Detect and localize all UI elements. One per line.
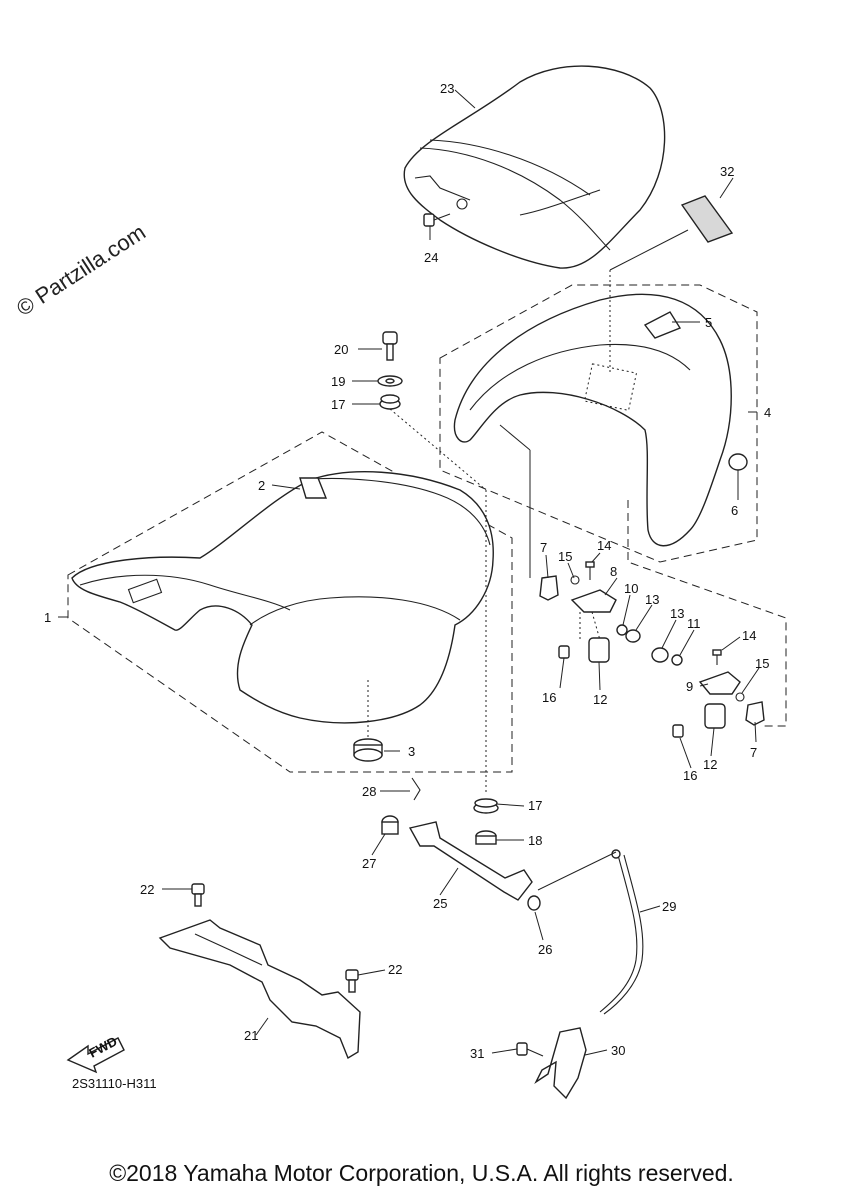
- callout-c5: 5: [705, 315, 712, 330]
- part-9-bracket[interactable]: [698, 671, 741, 695]
- callout-c10: 10: [624, 581, 638, 596]
- part-3-damper[interactable]: [353, 738, 383, 762]
- callout-c2: 2: [258, 478, 265, 493]
- part-26-spring[interactable]: [527, 895, 541, 911]
- callout-c12b: 12: [703, 757, 717, 772]
- part-16-bolt-right[interactable]: [672, 724, 684, 738]
- part-30-lever[interactable]: [534, 1027, 587, 1100]
- part-27-bushing[interactable]: [381, 815, 399, 835]
- part-29-cable[interactable]: [537, 849, 644, 1015]
- callout-c14a: 14: [597, 538, 611, 553]
- callout-c7b: 7: [750, 745, 757, 760]
- part-7-hook-right[interactable]: [745, 701, 765, 726]
- callout-c28: 28: [362, 784, 376, 799]
- part-6-grommet[interactable]: [728, 453, 748, 471]
- part-31-bolt[interactable]: [516, 1042, 544, 1057]
- diagram-code: 2S31110-H311: [72, 1076, 157, 1091]
- callout-c13b: 13: [670, 606, 684, 621]
- callout-numbers: 23 32 24 5 20 19 17 4 2 6 7 15 14 8 10 1…: [44, 81, 771, 1061]
- callout-c15a: 15: [558, 549, 572, 564]
- callout-c4: 4: [764, 405, 771, 420]
- part-20-bolt[interactable]: [382, 331, 398, 361]
- callout-c20: 20: [334, 342, 348, 357]
- callout-c27: 27: [362, 856, 376, 871]
- callout-c14b: 14: [742, 628, 756, 643]
- callout-c17a: 17: [331, 397, 345, 412]
- part-22-bolt-top[interactable]: [191, 883, 205, 907]
- callout-c8: 8: [610, 564, 617, 579]
- part-12-holder-right[interactable]: [704, 703, 726, 729]
- callout-c3: 3: [408, 744, 415, 759]
- callout-c6: 6: [731, 503, 738, 518]
- callout-c21: 21: [244, 1028, 258, 1043]
- callout-c26: 26: [538, 942, 552, 957]
- callout-c16a: 16: [542, 690, 556, 705]
- part-4-rear-seat[interactable]: [453, 293, 732, 547]
- part-15-clip-left[interactable]: [570, 575, 580, 585]
- part-17-grommet-bottom[interactable]: [473, 798, 499, 814]
- part-14-screw-right[interactable]: [712, 649, 722, 665]
- part-5-tag[interactable]: [643, 311, 682, 339]
- callout-c12a: 12: [593, 692, 607, 707]
- part-16-bolt-left[interactable]: [558, 645, 570, 659]
- fwd-arrow-icon: FWD: [66, 1034, 125, 1074]
- part-32-label[interactable]: [680, 195, 734, 243]
- part-17-grommet-top[interactable]: [379, 394, 401, 410]
- callout-c13a: 13: [645, 592, 659, 607]
- part-23-passenger-seat[interactable]: [403, 65, 666, 269]
- part-28-pin[interactable]: [411, 777, 421, 801]
- part-13-collar-left[interactable]: [625, 629, 641, 643]
- callout-c23: 23: [440, 81, 454, 96]
- callout-c17b: 17: [528, 798, 542, 813]
- main-seat-assembly-box: [67, 431, 513, 773]
- part-22-bolt-bottom[interactable]: [345, 969, 359, 993]
- callout-c30: 30: [611, 1043, 625, 1058]
- part-12-holder-left[interactable]: [588, 637, 610, 663]
- part-7-hook-left[interactable]: [539, 575, 559, 601]
- part-8-bracket[interactable]: [570, 589, 617, 613]
- callout-c16b: 16: [683, 768, 697, 783]
- leader-lines: [58, 89, 760, 1056]
- part-11-nut[interactable]: [671, 654, 683, 666]
- rear-seat-assembly-box: [439, 284, 758, 563]
- part-15-clip-right[interactable]: [735, 692, 745, 702]
- part-14-screw-left[interactable]: [585, 561, 595, 580]
- part-13-collar-right[interactable]: [651, 647, 669, 663]
- part-19-washer[interactable]: [377, 375, 403, 387]
- callout-c31: 31: [470, 1046, 484, 1061]
- part-1-rider-seat[interactable]: [71, 471, 494, 724]
- copyright-notice: ©2018 Yamaha Motor Corporation, U.S.A. A…: [109, 1160, 734, 1186]
- part-10-nut[interactable]: [616, 624, 628, 636]
- callout-c22a: 22: [140, 882, 154, 897]
- part-21-bracket[interactable]: [158, 919, 361, 1060]
- callout-c7a: 7: [540, 540, 547, 555]
- part-25-rod[interactable]: [408, 821, 533, 901]
- part-18-collar[interactable]: [475, 830, 497, 845]
- part-24-bolt[interactable]: [423, 213, 451, 227]
- callout-c9: 9: [686, 679, 693, 694]
- callout-c25: 25: [433, 896, 447, 911]
- callout-c1: 1: [44, 610, 51, 625]
- lock-assembly-box: [627, 500, 787, 727]
- callout-c15b: 15: [755, 656, 769, 671]
- callout-c22b: 22: [388, 962, 402, 977]
- callout-c19: 19: [331, 374, 345, 389]
- callout-c11: 11: [687, 616, 701, 631]
- callout-c32: 32: [720, 164, 734, 179]
- callout-c29: 29: [662, 899, 676, 914]
- callout-c18: 18: [528, 833, 542, 848]
- callout-c24: 24: [424, 250, 438, 265]
- part-2-tag[interactable]: [299, 477, 328, 499]
